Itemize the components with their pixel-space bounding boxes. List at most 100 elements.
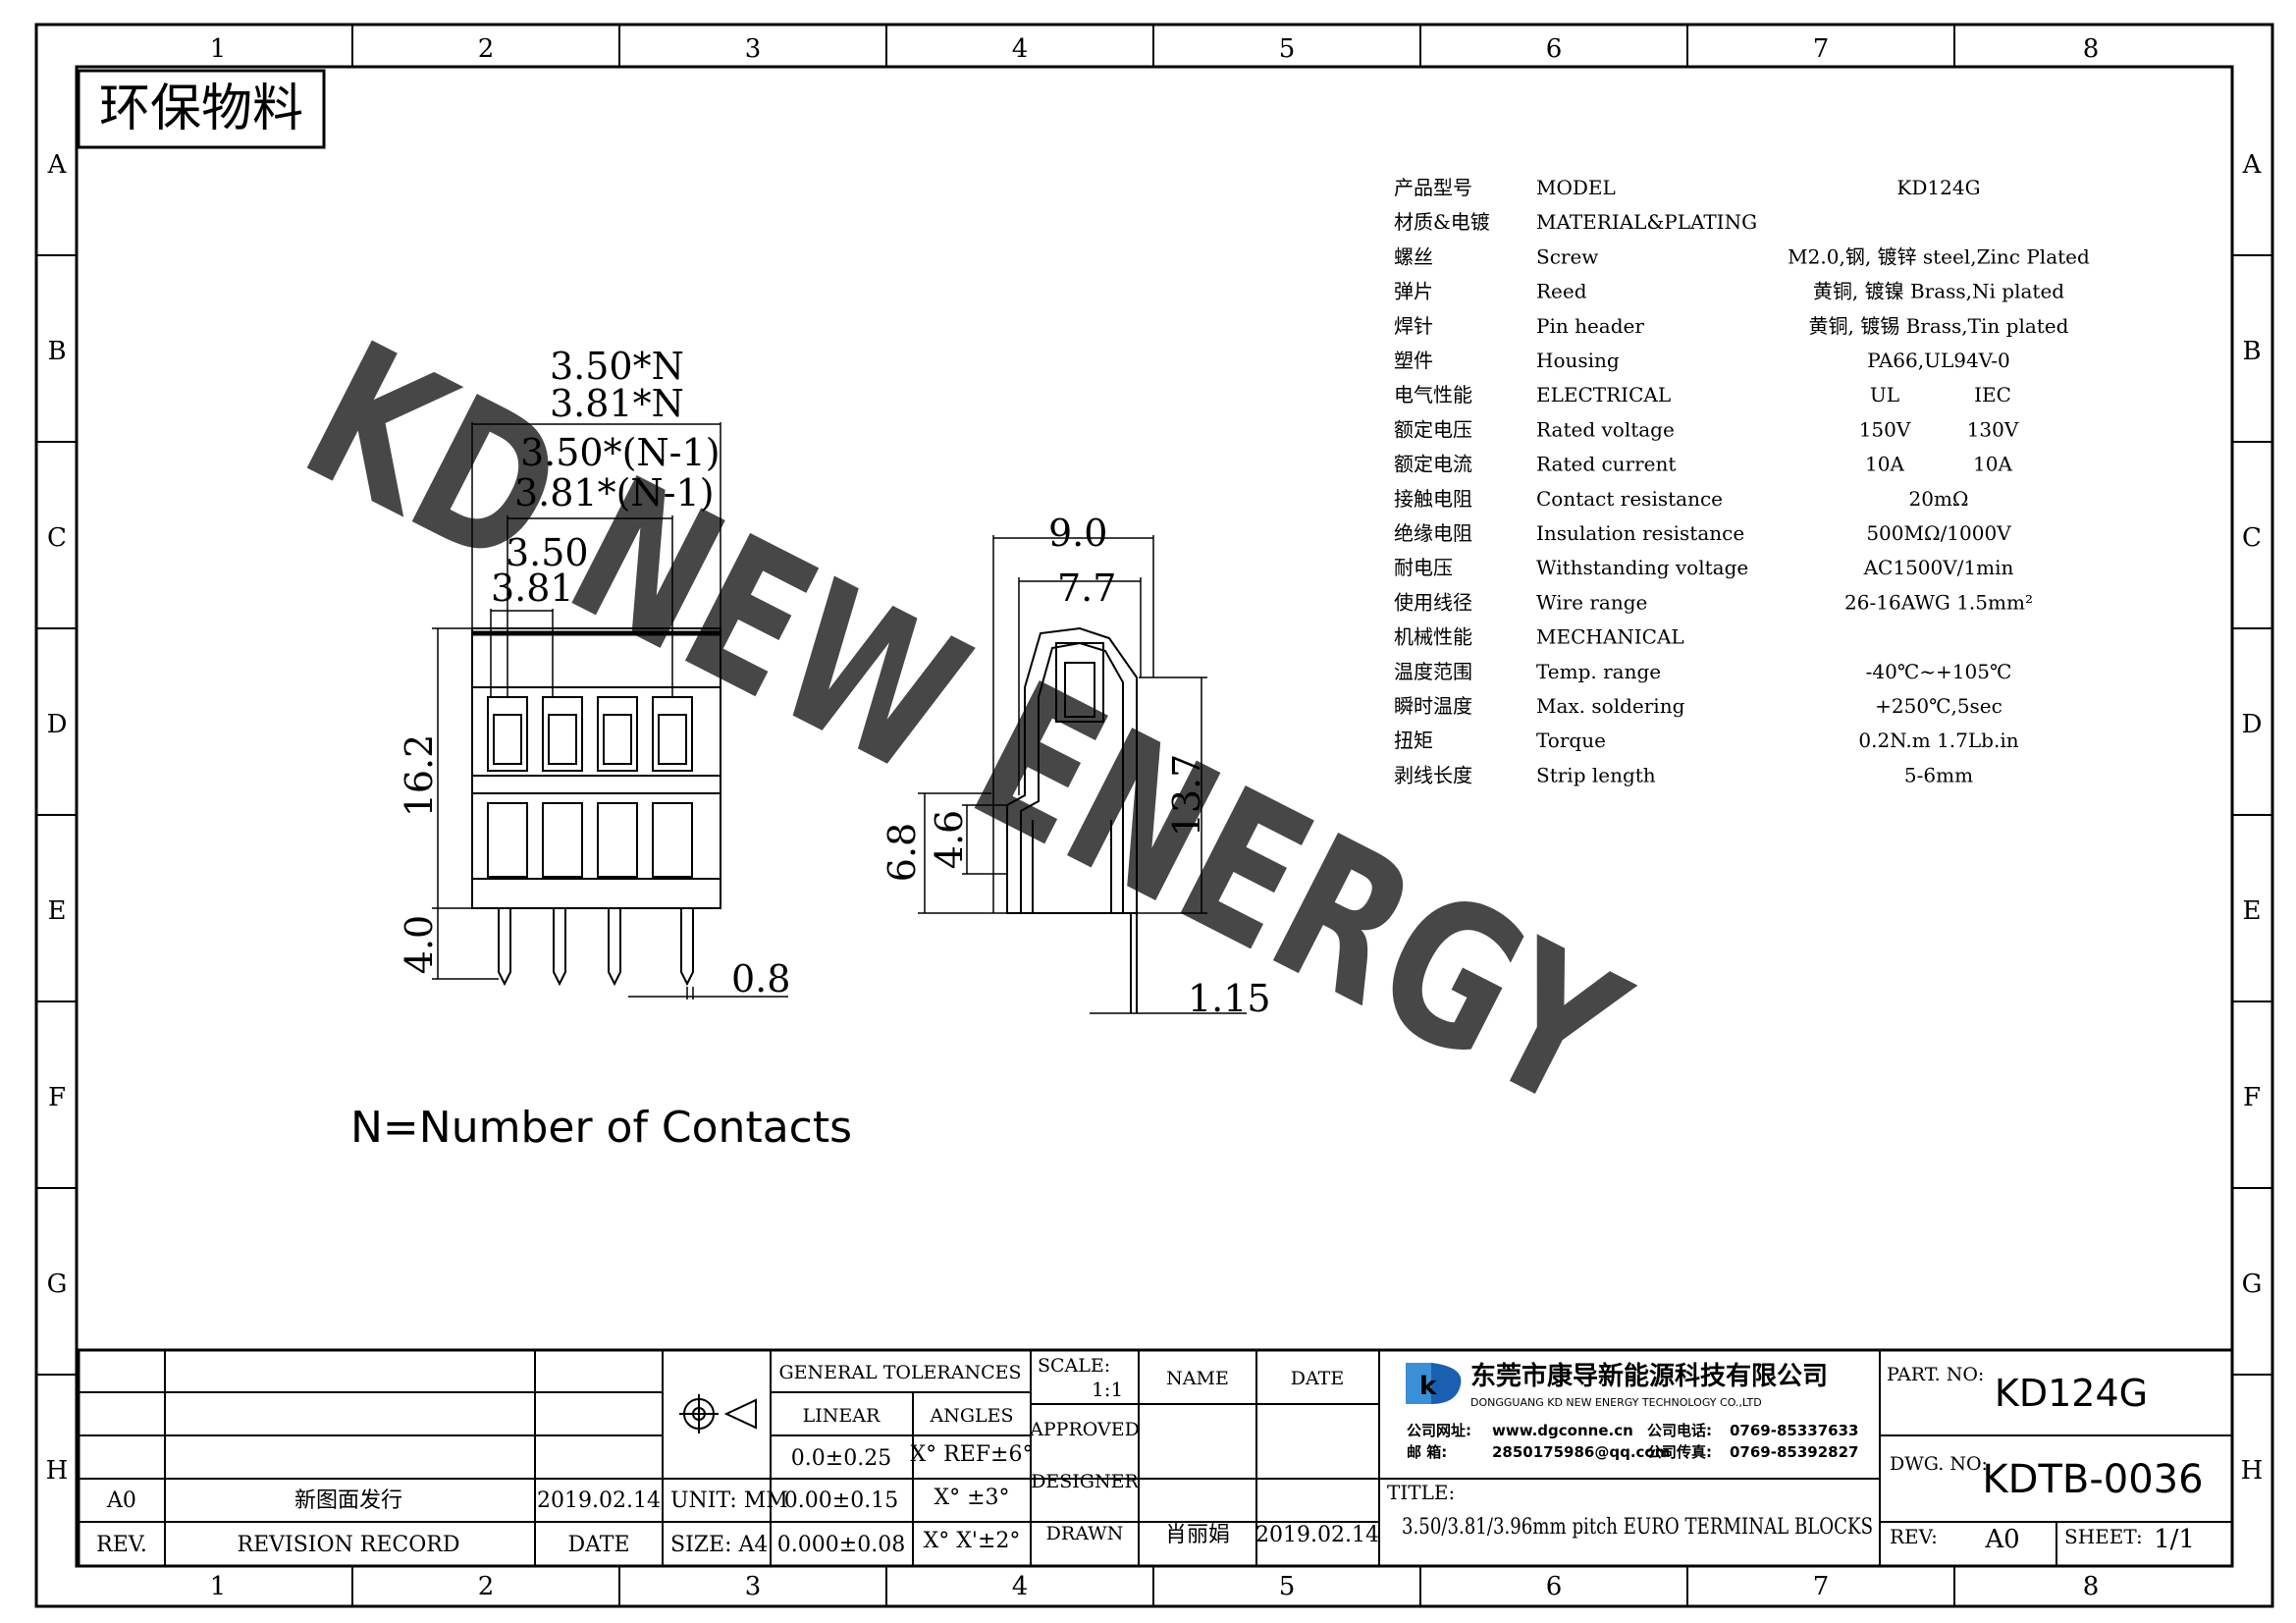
spec-label-cn: 接触电阻 bbox=[1394, 487, 1472, 511]
designer-label: DESIGNER bbox=[1031, 1471, 1139, 1492]
rev-value: A0 bbox=[106, 1488, 136, 1513]
tel-value: 0769-85337633 bbox=[1730, 1422, 1858, 1439]
rev-label: REV: bbox=[1890, 1525, 1938, 1548]
title-block bbox=[77, 1348, 2234, 1568]
front-view-dims: 3.50*N 3.81*N 3.50*(N-1) 3.81*(N-1) 3.50… bbox=[398, 345, 790, 1001]
tolerance-header: GENERAL TOLERANCES bbox=[778, 1362, 1021, 1383]
rev-no: A0 bbox=[1984, 1525, 2019, 1554]
svg-text:k: k bbox=[1419, 1372, 1437, 1401]
scale-label: SCALE: bbox=[1038, 1355, 1110, 1377]
fax-label: 公司传真: bbox=[1647, 1443, 1712, 1461]
col-label: 1 bbox=[210, 34, 227, 64]
web-label: 公司网址: bbox=[1407, 1422, 1471, 1439]
spec-label-en: MECHANICAL bbox=[1536, 625, 1684, 649]
side-view-dims: 9.0 7.7 1.15 13.7 6.8 4.6 bbox=[881, 512, 1271, 1020]
spec-label-cn: 电气性能 bbox=[1394, 383, 1472, 406]
zone-grid bbox=[36, 25, 2272, 1606]
row-label: G bbox=[2242, 1270, 2263, 1299]
angles-label: ANGLES bbox=[929, 1405, 1013, 1427]
spec-value: 10A bbox=[1973, 453, 2012, 476]
record-header: REVISION RECORD bbox=[238, 1533, 460, 1557]
spec-label-en: Reed bbox=[1536, 280, 1587, 303]
rev-header: REV. bbox=[96, 1533, 147, 1557]
linear-label: LINEAR bbox=[803, 1405, 881, 1427]
spec-label-cn: 使用线径 bbox=[1394, 590, 1472, 614]
tol-linear: 0.000±0.08 bbox=[777, 1533, 905, 1557]
row-label: E bbox=[48, 896, 67, 926]
col-label: 6 bbox=[1546, 34, 1563, 64]
row-label: G bbox=[47, 1270, 68, 1299]
row-label: F bbox=[2243, 1083, 2261, 1112]
col-label: 2 bbox=[478, 1572, 495, 1601]
spec-label-cn: 耐电压 bbox=[1394, 556, 1453, 579]
mail-value: 2850175986@qq.com bbox=[1492, 1443, 1670, 1461]
dim-label: 3.81*(N-1) bbox=[514, 471, 715, 514]
spec-value: 10A bbox=[1865, 453, 1904, 476]
dwg-no: KDTB-0036 bbox=[1982, 1457, 2203, 1502]
col-label: 7 bbox=[1813, 34, 1830, 64]
date-header: DATE bbox=[567, 1533, 629, 1557]
spec-label-en: Rated current bbox=[1536, 453, 1676, 476]
row-label: B bbox=[2242, 337, 2261, 366]
spec-value: -40℃~+105℃ bbox=[1866, 660, 2012, 683]
sheet-label: SHEET: bbox=[2064, 1525, 2143, 1548]
spec-label-cn: 瞬时温度 bbox=[1394, 694, 1472, 718]
tel-label: 公司电话: bbox=[1647, 1422, 1712, 1439]
web-value: www.dgconne.cn bbox=[1492, 1422, 1633, 1439]
row-label: A bbox=[2242, 150, 2263, 180]
spec-label-en: Insulation resistance bbox=[1536, 521, 1744, 545]
spec-label-en: ELECTRICAL bbox=[1536, 383, 1671, 406]
row-label: H bbox=[2241, 1456, 2264, 1486]
spec-value: 500MΩ/1000V bbox=[1866, 521, 2011, 545]
spec-value: 5-6mm bbox=[1904, 763, 1973, 786]
spec-label-cn: 焊针 bbox=[1394, 314, 1433, 338]
spec-label-en: Contact resistance bbox=[1536, 487, 1723, 511]
dim-label: 0.8 bbox=[731, 957, 790, 1001]
spec-label-cn: 剥线长度 bbox=[1394, 763, 1472, 786]
spec-value: 0.2N.m 1.7Lb.in bbox=[1858, 729, 2018, 752]
company-name-cn: 东莞市康导新能源科技有限公司 bbox=[1470, 1361, 1828, 1391]
part-no: KD124G bbox=[1995, 1372, 2148, 1415]
spec-label-cn: 额定电压 bbox=[1394, 417, 1472, 441]
title-label: TITLE: bbox=[1387, 1481, 1455, 1504]
spec-value: IEC bbox=[1974, 383, 2011, 406]
spec-value: AC1500V/1min bbox=[1863, 556, 2014, 579]
dim-label: 3.50*N bbox=[550, 345, 684, 388]
spec-value: +250℃,5sec bbox=[1875, 694, 2002, 718]
spec-label-en: Screw bbox=[1536, 244, 1598, 268]
spec-label-en: Strip length bbox=[1536, 763, 1656, 786]
dim-label: 7.7 bbox=[1057, 567, 1116, 610]
dim-label: 3.50 bbox=[506, 531, 589, 574]
front-view bbox=[432, 422, 788, 1000]
spec-value: 150V bbox=[1859, 417, 1911, 441]
col-label: 1 bbox=[210, 1572, 227, 1601]
spec-label-cn: 温度范围 bbox=[1394, 660, 1472, 683]
unit-label: UNIT: MM bbox=[670, 1488, 788, 1513]
spec-label-en: Torque bbox=[1536, 729, 1606, 752]
fax-value: 0769-85392827 bbox=[1730, 1443, 1858, 1461]
size-label: SIZE: A4 bbox=[670, 1533, 768, 1557]
spec-label-en: Pin header bbox=[1536, 314, 1644, 338]
side-view bbox=[918, 535, 1247, 1014]
dim-label: 3.81*N bbox=[550, 382, 684, 425]
row-label: A bbox=[47, 150, 68, 180]
row-label: F bbox=[48, 1083, 66, 1112]
spec-label-cn: 弹片 bbox=[1394, 280, 1433, 303]
contacts-note: N=Number of Contacts bbox=[350, 1103, 852, 1153]
spec-value: 黄铜, 镀锡 Brass,Tin plated bbox=[1809, 314, 2069, 338]
spec-value: UL bbox=[1870, 383, 1899, 406]
date-label: DATE bbox=[1291, 1368, 1344, 1389]
spec-value: PA66,UL94V-0 bbox=[1867, 349, 2010, 372]
spec-label-en: MODEL bbox=[1536, 176, 1616, 199]
tol-angle: X° REF±6° bbox=[911, 1442, 1034, 1467]
dim-label: 16.2 bbox=[398, 734, 441, 818]
dim-label: 13.7 bbox=[1165, 754, 1208, 838]
approved-label: APPROVED bbox=[1029, 1419, 1140, 1440]
col-label: 4 bbox=[1012, 34, 1029, 64]
tol-angle: X° X'±2° bbox=[924, 1529, 1021, 1553]
col-label: 3 bbox=[745, 1572, 762, 1601]
company-logo-icon: k bbox=[1406, 1363, 1462, 1404]
col-label: 4 bbox=[1012, 1572, 1029, 1601]
